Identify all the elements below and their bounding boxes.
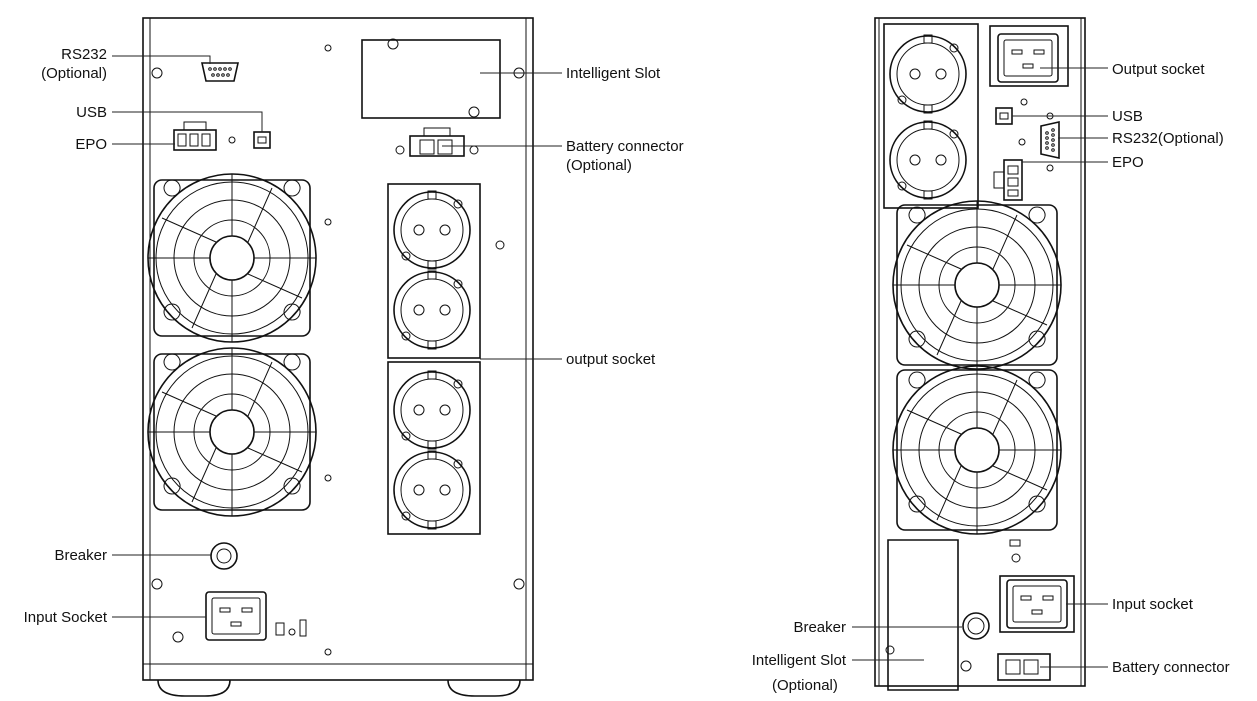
right-label-usb: USB [1112,108,1143,125]
left-input-socket [205,591,267,641]
left-label-intelligent-slot: Intelligent Slot [566,65,661,82]
right-label-intelligent-slot: Intelligent Slot [752,652,847,669]
right-unit-drawing: Output socket USB RS232(Optional) EPO In… [752,17,1230,694]
left-unit-drawing: RS232 (Optional) USB EPO Intelligent Slo… [24,17,684,697]
right-output-socket [889,34,967,114]
left-foot [157,679,231,697]
left-output-socket [393,270,471,350]
left-battery-connector [395,127,479,157]
left-label-rs232-optional: (Optional) [41,65,107,82]
right-label-epo: EPO [1112,154,1144,171]
left-epo-connector [173,121,217,151]
right-intelligent-slot [885,539,959,691]
left-usb-port [253,131,271,149]
left-output-socket [393,190,471,270]
right-output-iec-socket [997,33,1059,83]
right-label-breaker: Breaker [793,619,846,636]
left-label-epo: EPO [75,136,107,153]
right-fan-top [892,200,1062,370]
right-label-input-socket: Input socket [1112,596,1194,613]
right-usb-port [995,107,1013,125]
right-output-socket [889,120,967,200]
left-fan-bottom [147,347,317,517]
left-label-battery-connector: Battery connector [566,138,684,155]
right-input-socket [1006,579,1068,629]
left-foot [447,679,521,697]
right-label-rs232: RS232(Optional) [1112,130,1224,147]
left-label-breaker: Breaker [54,547,107,564]
right-label-battery-connector: Battery connector [1112,659,1230,676]
left-label-battery-connector-optional: (Optional) [566,157,632,174]
left-breaker [210,542,238,570]
left-label-input-socket: Input Socket [24,609,108,626]
left-label-usb: USB [76,104,107,121]
right-label-output-socket: Output socket [1112,61,1205,78]
left-fan-top [147,173,317,343]
left-cabinet [142,17,534,681]
left-label-rs232: RS232 [61,46,107,63]
right-fan-bottom [892,365,1062,535]
left-output-socket [393,370,471,450]
left-label-output-socket: output socket [566,351,656,368]
right-label-intelligent-slot-optional: (Optional) [772,677,838,694]
right-rs232-port [1040,121,1060,159]
right-cabinet [874,17,1086,687]
left-rs232-port [201,62,239,82]
left-intelligent-slot [361,38,501,119]
left-output-socket [393,450,471,530]
right-breaker [962,612,990,640]
right-epo-connector [993,159,1023,201]
